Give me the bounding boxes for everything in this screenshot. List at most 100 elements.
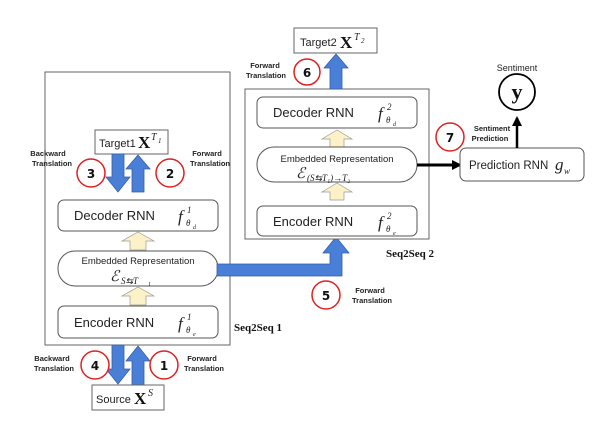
step-2: 2 Forward Translation	[155, 149, 230, 188]
sentiment-node	[498, 73, 536, 111]
embedded-1-title: Embedded Representation	[81, 256, 194, 267]
target2-symbol: X	[340, 33, 353, 52]
target1-sup: T	[151, 132, 158, 143]
embedded-2-title: Embedded Representation	[280, 154, 393, 165]
step-3-number: 3	[87, 167, 95, 181]
decoder-rnn-2-sub: θ	[386, 115, 391, 125]
source-symbol: X	[134, 389, 147, 408]
decoder-rnn-2-subsub: d	[393, 122, 397, 128]
prediction-rnn-sub: w	[564, 166, 570, 176]
step-1: 1 Forward Translation	[149, 350, 224, 380]
decoder-rnn-2-fn: f	[378, 104, 385, 123]
encoder-rnn-2-sub: θ	[386, 224, 391, 234]
encoder-rnn-2-sup: 2	[387, 211, 392, 221]
prediction-rnn-label: Prediction RNN	[469, 160, 548, 172]
step-7-number: 7	[446, 131, 454, 145]
step-4-line1: Backward	[34, 354, 70, 363]
step-2-circle	[155, 158, 185, 188]
cream-arrow-up-2a	[320, 129, 354, 148]
prediction-rnn: Prediction RNN g w	[459, 147, 585, 182]
step-5-number: 5	[322, 289, 330, 303]
encoder-rnn-1-label: Encoder RNN	[74, 315, 154, 330]
embedded-representation-2: Embedded Representation ℰ (S⇆T₁)→T₂	[256, 146, 418, 183]
encoder-rnn-1: Encoder RNN f 1 θ e	[57, 305, 219, 339]
source-label: Source	[96, 394, 131, 406]
step-5-line2: Translation	[352, 296, 392, 305]
encoder-rnn-1-subsub: e	[193, 332, 196, 338]
step-5: 5 Forward Translation	[311, 280, 392, 310]
target2-label: Target2	[300, 37, 337, 49]
sentiment-symbol: y	[512, 79, 523, 104]
step-1-circle	[149, 350, 179, 380]
embedded-representation-1: Embedded Representation ℰ S⇆T 1	[57, 250, 219, 288]
step-3-line1: Backward	[30, 149, 66, 158]
target1-label: Target1	[99, 138, 136, 150]
sentiment-label: Sentiment	[497, 63, 538, 73]
decoder-rnn-2-sup: 2	[387, 102, 392, 112]
cream-arrow-up-1b	[120, 286, 156, 306]
embedded-1-sub: S⇆T	[121, 276, 139, 286]
encoder-rnn-2-fn: f	[378, 213, 385, 232]
step-2-line1: Forward	[192, 149, 222, 158]
target1-supsub: 1	[158, 137, 162, 145]
step-5-line1: Forward	[355, 286, 385, 295]
decoder-rnn-1-label: Decoder RNN	[74, 208, 155, 223]
decoder-rnn-2: Decoder RNN f 2 θ d	[256, 96, 418, 129]
source-box: Source X S	[91, 384, 165, 411]
forward-arrow-6	[323, 53, 349, 90]
step-4-circle	[80, 350, 110, 380]
target1-symbol: X	[138, 133, 151, 152]
encoder-rnn-2: Encoder RNN f 2 θ e	[256, 205, 418, 237]
backward-arrow-3	[105, 153, 131, 193]
step-3-line2: Translation	[32, 159, 72, 168]
encoder-rnn-1-sub: θ	[186, 325, 191, 335]
step-6: Forward Translation 6	[246, 58, 321, 86]
forward-arrow-2	[125, 154, 151, 193]
target2-supsub: 2	[361, 37, 365, 45]
step-3: Backward Translation 3	[30, 149, 106, 188]
decoder-rnn-1-fn: f	[178, 207, 185, 226]
embedded-2-sub: (S⇆T₁)→T₂	[307, 173, 350, 183]
backward-arrow-4	[105, 344, 131, 385]
target1-box: Target1 X T 1	[94, 129, 169, 155]
step-4: Backward Translation 4	[34, 350, 110, 380]
decoder-rnn-2-label: Decoder RNN	[273, 105, 354, 120]
step-1-line2: Translation	[184, 364, 224, 373]
step-4-number: 4	[91, 359, 99, 373]
step-2-line2: Translation	[190, 159, 230, 168]
step-6-number: 6	[303, 66, 311, 80]
source-sup: S	[148, 388, 153, 399]
encoder-rnn-1-sup: 1	[187, 312, 192, 322]
forward-arrow-1	[125, 345, 151, 386]
step-6-circle	[293, 58, 321, 86]
encoder-rnn-1-fn: f	[178, 314, 185, 333]
forward-arrow-5	[216, 236, 350, 277]
step-7-circle	[435, 122, 465, 152]
step-3-circle	[76, 158, 106, 188]
step-4-line2: Translation	[34, 364, 74, 373]
target2-box: Target2 X T 2	[293, 27, 378, 54]
prediction-rnn-fn: g	[555, 155, 564, 174]
decoder-rnn-1-subsub: d	[193, 225, 197, 231]
target2-sup: T	[354, 32, 361, 43]
decoder-rnn-1: Decoder RNN f 1 θ d	[57, 199, 219, 232]
embedded-1-symbol: ℰ	[110, 269, 121, 285]
cream-arrow-up-2b	[320, 182, 354, 201]
step-1-number: 1	[160, 359, 168, 373]
step-7-line1: Sentiment	[474, 124, 511, 133]
step-6-line1: Forward	[250, 61, 280, 70]
decoder-rnn-1-sub: θ	[186, 218, 191, 228]
seq2seq2-label: Seq2Seq 2	[386, 248, 434, 260]
step-5-circle	[311, 280, 341, 310]
encoder-rnn-2-label: Encoder RNN	[273, 214, 353, 229]
seq2seq1-label: Seq2Seq 1	[234, 322, 282, 334]
embedded-1-subsub: 1	[148, 282, 151, 288]
step-7: 7 Sentiment Prediction	[435, 122, 511, 152]
step-6-line2: Translation	[246, 71, 286, 80]
step-7-line2: Prediction	[472, 134, 509, 143]
embedded-2-symbol: ℰ	[296, 166, 307, 182]
step-1-line1: Forward	[187, 354, 217, 363]
decoder-rnn-1-sup: 1	[187, 205, 192, 215]
encoder-rnn-2-subsub: e	[393, 231, 396, 237]
